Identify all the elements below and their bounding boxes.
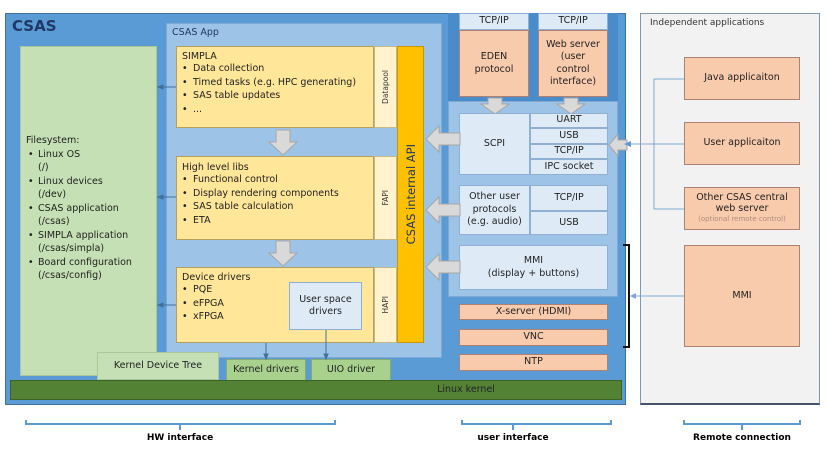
csas-title: CSAS [12, 17, 57, 35]
other-protocols-transport-label: TCP/IP [554, 191, 584, 203]
high-level-libs-item: SAS table calculation [179, 200, 373, 214]
left-arrow-icon [425, 124, 461, 154]
filesystem-item: SIMPLA application(/csas/simpla) [26, 229, 132, 256]
user-space-drivers-box: User space drivers [289, 282, 362, 330]
kernel-device-tree-box: Kernel Device Tree [97, 352, 219, 380]
filesystem-item: CSAS application(/csas) [26, 202, 132, 229]
hapi-box: HAPI [374, 267, 397, 343]
csas-app-title: CSAS App [172, 27, 219, 38]
down-arrow-icon [555, 97, 587, 115]
user-application-box: User applicaiton [684, 122, 800, 165]
linux-kernel-label: Linux kernel [437, 383, 495, 395]
scpi-transport-label: TCP/IP [554, 145, 584, 157]
web-server-box: Web server (user control interface) [538, 30, 608, 97]
left-arrow-icon [425, 252, 461, 282]
simpla-item: Timed tasks (e.g. HPC generating) [179, 76, 373, 90]
other-web-server-box: Other CSAS central web server (optional … [684, 187, 800, 230]
filesystem-item: Board configuration(/csas/config) [26, 256, 132, 283]
scpi-transport-box: TCP/IP [530, 144, 608, 159]
device-drivers-item: xFPGA [179, 310, 373, 324]
kernel-device-tree-label: Kernel Device Tree [113, 359, 203, 371]
eden-transport-label: TCP/IP [479, 15, 509, 27]
simpla-item: ... [179, 103, 373, 117]
remote-connection-label: Remote connection [693, 433, 791, 443]
simpla-item: Data collection [179, 62, 373, 76]
datapool-box: Datapool [374, 46, 397, 128]
java-application-label: Java applicaiton [704, 72, 780, 84]
scpi-transport-box: USB [530, 128, 608, 144]
vnc-label: VNC [523, 331, 544, 343]
mmi-subtitle: (display + buttons) [487, 267, 580, 279]
simpla-item: SAS table updates [179, 89, 373, 103]
left-arrow-icon [425, 195, 461, 225]
other-protocols-transport-label: USB [559, 216, 579, 228]
linux-kernel-bar: Linux kernel [10, 380, 622, 400]
high-level-libs-item: Display rendering components [179, 187, 373, 201]
down-arrow-icon [267, 129, 299, 156]
other-protocols-transport-box: TCP/IP [530, 185, 608, 211]
mmi-box: MMI (display + buttons) [459, 245, 608, 290]
eden-transport-box: TCP/IP [459, 13, 529, 30]
high-level-libs-list: Functional control Display rendering com… [179, 173, 373, 227]
vnc-box: VNC [459, 329, 608, 346]
simpla-list: Data collection Timed tasks (e.g. HPC ge… [179, 62, 373, 116]
web-server-transport-box: TCP/IP [538, 13, 608, 30]
hw-interface-label: HW interface [146, 433, 214, 443]
kernel-drivers-label: Kernel drivers [233, 363, 299, 375]
user-space-drivers-label: User space drivers [299, 293, 352, 318]
left-arrow-icon [608, 132, 628, 158]
other-protocols-box: Other user protocols (e.g. audio) [459, 185, 530, 235]
remote-mmi-box: MMI [684, 245, 800, 347]
user-interface-label: user interface [477, 433, 549, 443]
web-server-label: Web server (user control interface) [546, 38, 600, 88]
other-protocols-label: Other user protocols (e.g. audio) [467, 191, 522, 228]
device-drivers-title: Device drivers [182, 272, 251, 283]
x-server-label: X-server (HDMI) [495, 305, 572, 317]
web-server-transport-label: TCP/IP [558, 15, 588, 27]
independent-apps-title: Independent applications [650, 18, 765, 28]
scpi-label: SCPI [483, 137, 506, 149]
ntp-label: NTP [524, 356, 543, 368]
x-server-box: X-server (HDMI) [459, 304, 608, 320]
filesystem-item: Linux devices(/dev) [26, 175, 132, 202]
other-web-server-label: Other CSAS central web server [696, 192, 788, 214]
high-level-libs-box: High level libs Functional control Displ… [176, 156, 374, 240]
uio-driver-label: UIO driver [326, 363, 376, 375]
scpi-transport-label: USB [559, 129, 579, 141]
mmi-title: MMI [523, 255, 544, 266]
other-web-server-note: (optional remote control) [698, 215, 786, 223]
eden-protocol-box: EDEN protocol [459, 30, 529, 97]
ntp-box: NTP [459, 354, 608, 371]
high-level-libs-item: Functional control [179, 173, 373, 187]
eden-protocol-label: EDEN protocol [474, 51, 514, 75]
scpi-transport-label: IPC socket [544, 160, 594, 172]
fapi-box: FAPI [374, 156, 397, 240]
scpi-transport-box: UART [530, 113, 608, 128]
filesystem-item: Linux OS(/) [26, 148, 132, 175]
device-drivers-item: eFPGA [179, 297, 373, 311]
user-application-label: User applicaiton [703, 137, 781, 149]
high-level-libs-title: High level libs [182, 162, 249, 173]
down-arrow-icon [267, 240, 299, 267]
filesystem-text: Filesystem: Linux OS(/) Linux devices(/d… [26, 134, 132, 283]
down-arrow-icon [479, 97, 511, 115]
csas-internal-api-bar: CSAS internal API [397, 46, 424, 343]
simpla-box: SIMPLA Data collection Timed tasks (e.g.… [176, 46, 374, 128]
simpla-title: SIMPLA [182, 51, 217, 62]
filesystem-list: Linux OS(/) Linux devices(/dev) CSAS app… [26, 148, 132, 283]
java-application-box: Java applicaiton [684, 57, 800, 100]
remote-mmi-label: MMI [732, 289, 752, 301]
device-drivers-list: PQE eFPGA xFPGA [179, 283, 373, 324]
other-protocols-transport-box: USB [530, 211, 608, 235]
scpi-transport-box: IPC socket [530, 159, 608, 175]
device-drivers-item: PQE [179, 283, 373, 297]
scpi-box: SCPI [459, 113, 530, 175]
filesystem-heading: Filesystem: [26, 135, 80, 146]
scpi-transport-label: UART [556, 114, 582, 126]
high-level-libs-item: ETA [179, 214, 373, 228]
